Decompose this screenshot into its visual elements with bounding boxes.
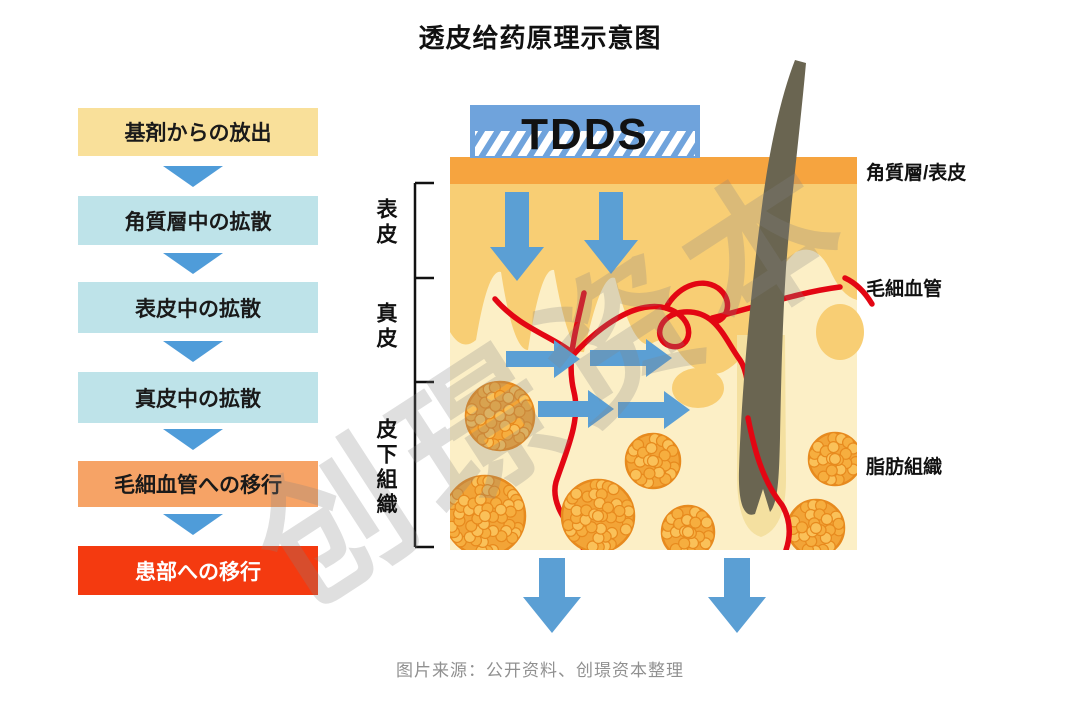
epidermis-blob [816, 304, 864, 360]
tdds-label: TDDS [521, 110, 649, 159]
capillary-branch [842, 275, 875, 307]
flow-down-arrow-icon [163, 253, 223, 274]
right-arrow-icon [590, 339, 672, 377]
flow-down-arrow-icon [163, 341, 223, 362]
drug-diffusion-arrows [490, 192, 766, 633]
down-arrow-icon [523, 558, 581, 633]
page-title: 透皮给药原理示意图 [418, 23, 662, 53]
dermal-papilla [775, 254, 825, 350]
down-arrow-icon [490, 192, 544, 281]
bracket-label-epidermis: 表皮 [374, 198, 397, 248]
bracket-label-dermis: 真皮 [374, 302, 397, 352]
flow-down-arrow-icon [163, 429, 223, 450]
flow-step-epidermis-diffusion: 表皮中の拡散 [78, 282, 318, 333]
side-label-capillary: 毛細血管 [866, 279, 943, 300]
flow-step-release: 基剤からの放出 [78, 108, 318, 156]
layer-bracket [413, 181, 434, 549]
hair-shaft [738, 60, 806, 515]
epidermis-blob [672, 368, 724, 408]
flow-step-capillary-transfer: 毛細血管への移行 [78, 461, 318, 507]
flow-down-arrow-icon [163, 166, 223, 187]
right-arrow-icon [506, 340, 580, 378]
skin-diagram: TDDS [413, 60, 875, 633]
right-arrow-icon [618, 391, 690, 429]
flow-step-stratum-diffusion: 角質層中の拡散 [78, 196, 318, 245]
fat-tissue-clusters [450, 380, 857, 550]
side-label-fat-tissue: 脂肪組織 [866, 457, 943, 478]
side-label-stratum-corneum: 角質層/表皮 [866, 163, 967, 184]
down-arrow-icon [708, 558, 766, 633]
flow-down-arrow-icon [163, 514, 223, 535]
capillary-follicle-branch [745, 415, 792, 550]
source-caption: 图片来源：公开资料、创璟资本整理 [396, 661, 684, 680]
flow-step-lesion-transfer: 患部への移行 [78, 546, 318, 595]
right-arrow-icon [538, 390, 614, 428]
bracket-label-subcutis: 皮下組織 [374, 418, 397, 518]
down-arrow-icon [584, 192, 638, 274]
tdds-patch: TDDS [470, 105, 700, 159]
flow-step-dermis-diffusion: 真皮中の拡散 [78, 372, 318, 423]
